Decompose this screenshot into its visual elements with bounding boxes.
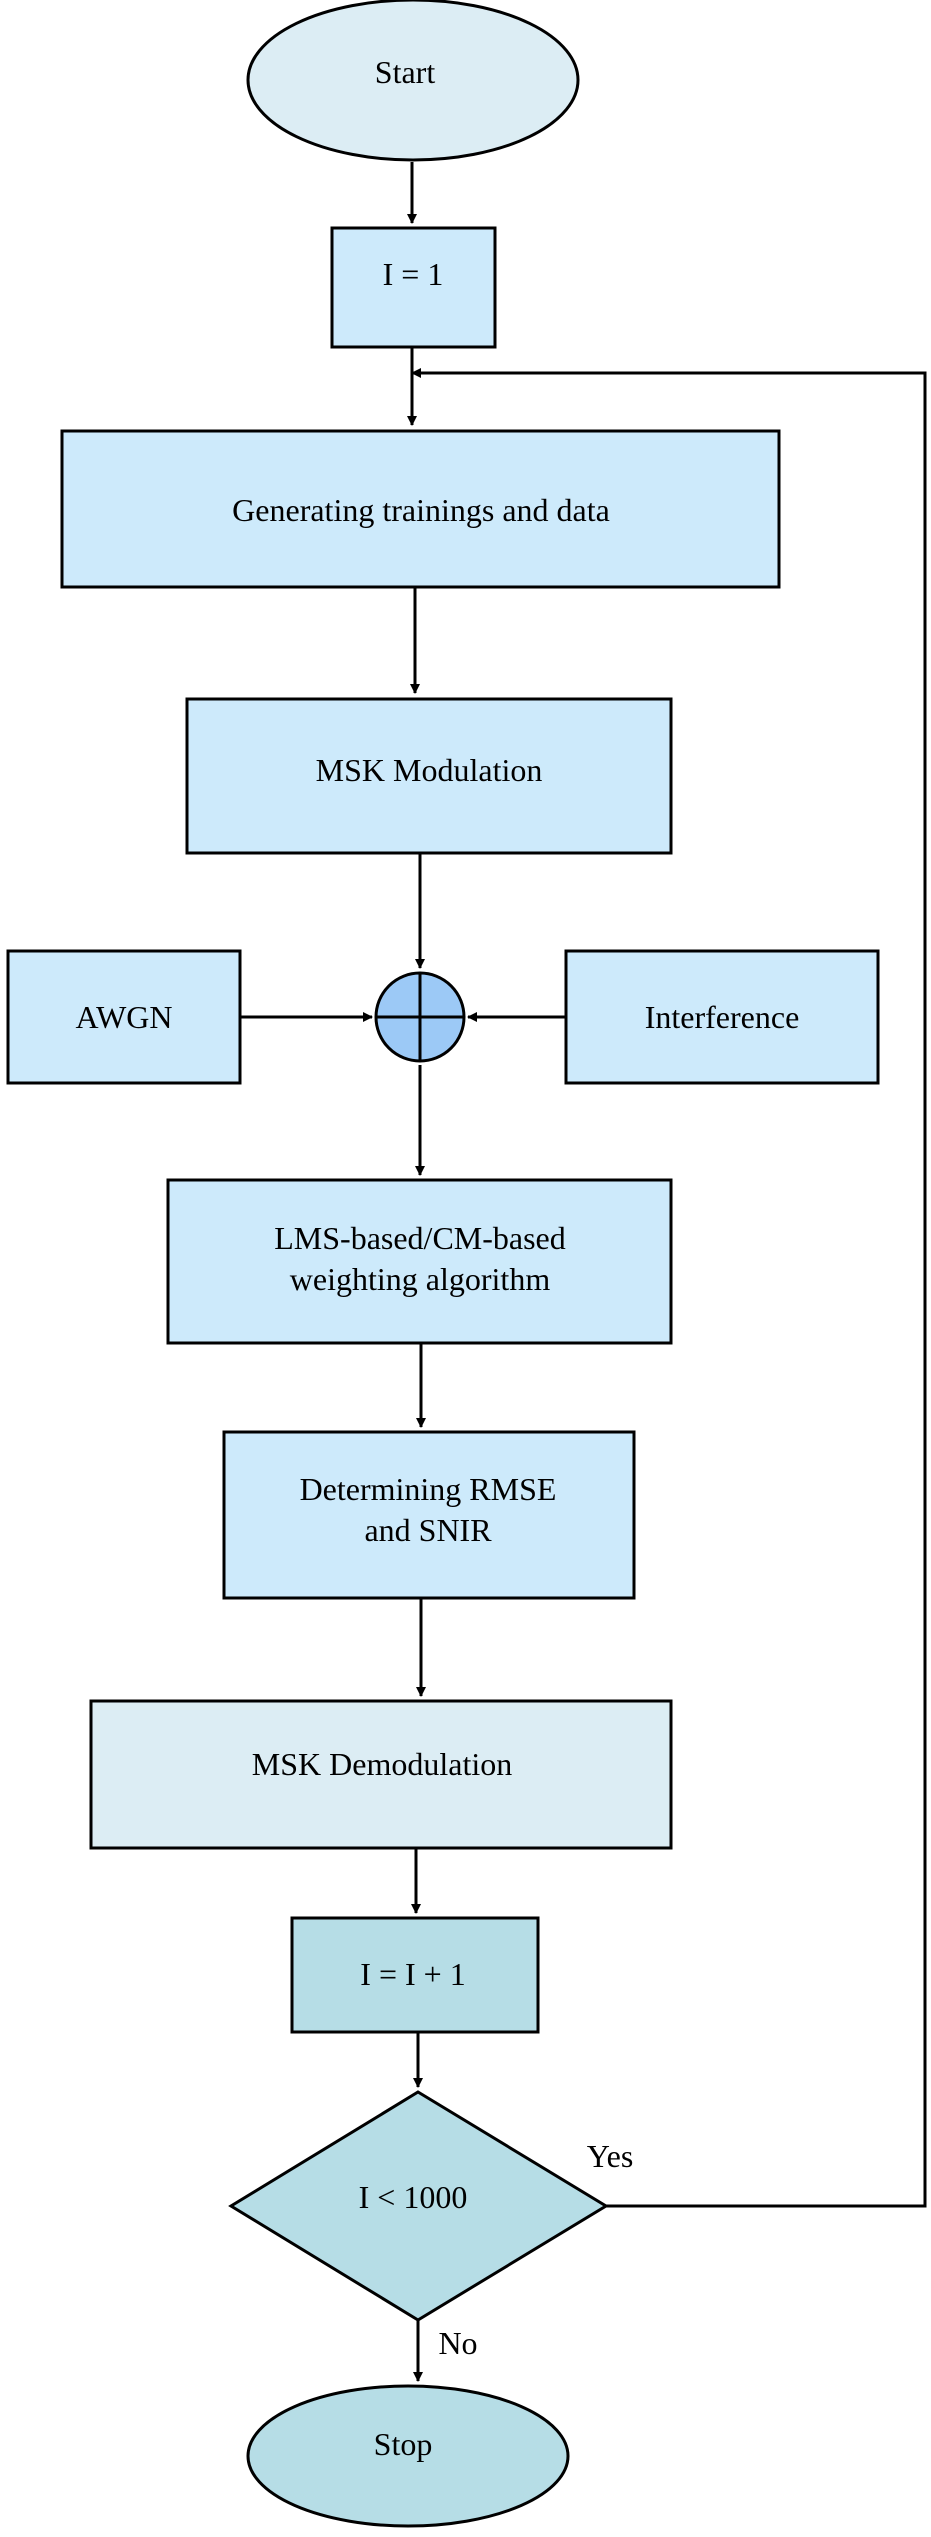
start-label: Start (375, 54, 436, 90)
stop-ellipse (246, 2384, 570, 2528)
generate-node: Generating trainings and data (60, 429, 781, 589)
determine-node: Determining RMSE and SNIR (222, 1430, 636, 1600)
start-node: Start (246, 0, 580, 162)
increment-node: I = I + 1 (290, 1916, 540, 2034)
demodulation-node: MSK Demodulation (89, 1699, 673, 1850)
awgn-label: AWGN (76, 999, 173, 1035)
decision-node: I < 1000 (228, 2090, 609, 2322)
determine-box (222, 1430, 636, 1600)
init-box (330, 226, 497, 349)
modulation-label: MSK Modulation (316, 752, 543, 788)
decision-label: I < 1000 (359, 2179, 468, 2215)
determine-label-line2: and SNIR (364, 1512, 492, 1548)
increment-label: I = I + 1 (360, 1956, 465, 1992)
increment-box (290, 1916, 540, 2034)
demodulation-box (89, 1699, 673, 1850)
start-ellipse (246, 0, 580, 162)
modulation-node: MSK Modulation (185, 697, 673, 855)
interference-node: Interference (564, 949, 880, 1085)
generate-box (60, 429, 781, 589)
connectors (240, 162, 927, 2382)
no-label: No (438, 2325, 477, 2361)
yes-label: Yes (587, 2138, 634, 2174)
arrow-yes-loop-back (411, 368, 927, 2208)
weighting-label-line2: weighting algorithm (290, 1261, 551, 1297)
adder-node (374, 971, 466, 1063)
awgn-box (6, 949, 242, 1085)
demodulation-label: MSK Demodulation (252, 1746, 512, 1782)
stop-label: Stop (374, 2426, 433, 2462)
init-node: I = 1 (330, 226, 497, 349)
generate-label: Generating trainings and data (232, 492, 610, 528)
decision-diamond (228, 2090, 609, 2322)
interference-label: Interference (645, 999, 800, 1035)
determine-label-line1: Determining RMSE (300, 1471, 557, 1507)
weighting-label-line1: LMS-based/CM-based (274, 1220, 566, 1256)
interference-box (564, 949, 880, 1085)
init-label: I = 1 (383, 256, 444, 292)
awgn-node: AWGN (6, 949, 242, 1085)
modulation-box (185, 697, 673, 855)
weighting-node: LMS-based/CM-based weighting algorithm (166, 1178, 673, 1345)
stop-node: Stop (246, 2384, 570, 2528)
weighting-box (166, 1178, 673, 1345)
